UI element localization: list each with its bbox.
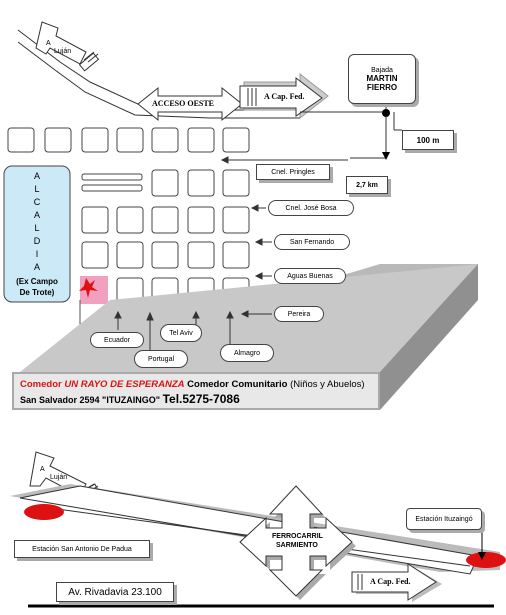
street-san-fernando: San Fernando [274,234,350,250]
street-portugal: Portugal [134,350,188,368]
acceso-oeste-label: ACCESO OESTE [152,99,215,108]
estacion-padua-box: Estación San Antonio De Padua [14,540,150,558]
alcaldia-letter: A [33,262,40,272]
street-pereira: Pereira [274,306,324,322]
lujan-label-bottom: Luján [50,474,68,481]
comedor-info-panel [14,374,378,408]
lujan-label-top: Luján [54,48,72,55]
cap-fed-arrow-bottom [351,563,442,602]
alcaldia-letter: A [33,210,40,220]
street-tel-aviv: Tel Aviv [160,324,202,342]
estacion-ituzaingo-box: Estación Ituzaingó [406,508,482,530]
martin-fierro-label: MARTIN FIERRO [366,73,398,92]
comedor-name: UN RAYO DE ESPERANZA [64,379,185,390]
comedor-desc: Comedor Comunitario [184,379,291,390]
bajada-label: Bajada [371,66,393,74]
lujan-arrow-top [35,21,100,72]
railway-line [19,485,479,575]
lujan-a-top: A [46,40,51,47]
cap-fed-label-top: A Cap. Fed. [264,92,305,101]
map-base-platform-side [380,264,478,410]
comedor-name-prefix: Comedor [20,379,65,390]
comedor-paren: (Niños y Abuelos) [290,379,365,390]
red-star-icon [79,278,98,298]
cap-fed-arrow-top [239,72,329,120]
bajada-arrowhead [382,152,390,160]
ituzaingo-arrowhead [478,552,486,560]
alcaldia-letter: L [34,223,40,233]
comedor-address-line: San Salvador 2594 "ITUZAINGO" Tel.5275-7… [20,392,240,406]
ferrocarril-cross-arrow [239,485,356,600]
distance-27km-box: 2,7 km [346,176,388,194]
comedor-address: San Salvador 2594 "ITUZAINGO" [20,395,163,405]
alcaldia-label: A L C A L D I A (Ex Campo De Trote) [4,170,70,298]
alcaldia-block [3,165,71,303]
cap-fed-label-bottom: A Cap. Fed. [370,577,411,586]
street-pringles: Cnel. Pringles [256,164,330,180]
lujan-a-bottom: A [40,466,45,473]
alcaldia-sub1: (Ex Campo [16,277,58,286]
alcaldia-letter: C [33,197,41,207]
street-aguas-buenas: Aguas Buenas [274,268,346,284]
alcaldia-letter: I [35,249,39,259]
bajada-point [382,109,390,117]
alcaldia-letter: L [34,184,40,194]
ituzaingo-station-marker [466,552,506,568]
street-ecuador: Ecuador [90,332,144,348]
comedor-phone: Tel.5275-7086 [162,392,240,406]
street-almagro: Almagro [220,344,274,362]
ferrocarril-label: FERROCARRIL [272,533,323,540]
alcaldia-letter: A [33,171,40,181]
distance-100m-box: 100 m [402,130,454,150]
sarmiento-label: SARMIENTO [276,542,318,549]
padua-station-marker [24,504,64,520]
bajada-martin-fierro-box: Bajada MARTIN FIERRO [348,54,416,104]
comedor-title: Comedor UN RAYO DE ESPERANZA Comedor Com… [20,379,365,390]
av-rivadavia-box: Av. Rivadavia 23.100 [56,582,174,602]
alcaldia-letter: D [33,236,41,246]
alcaldia-sub2: De Trote) [19,288,55,297]
street-jose-bosa: Cnel. José Bosa [268,200,354,216]
